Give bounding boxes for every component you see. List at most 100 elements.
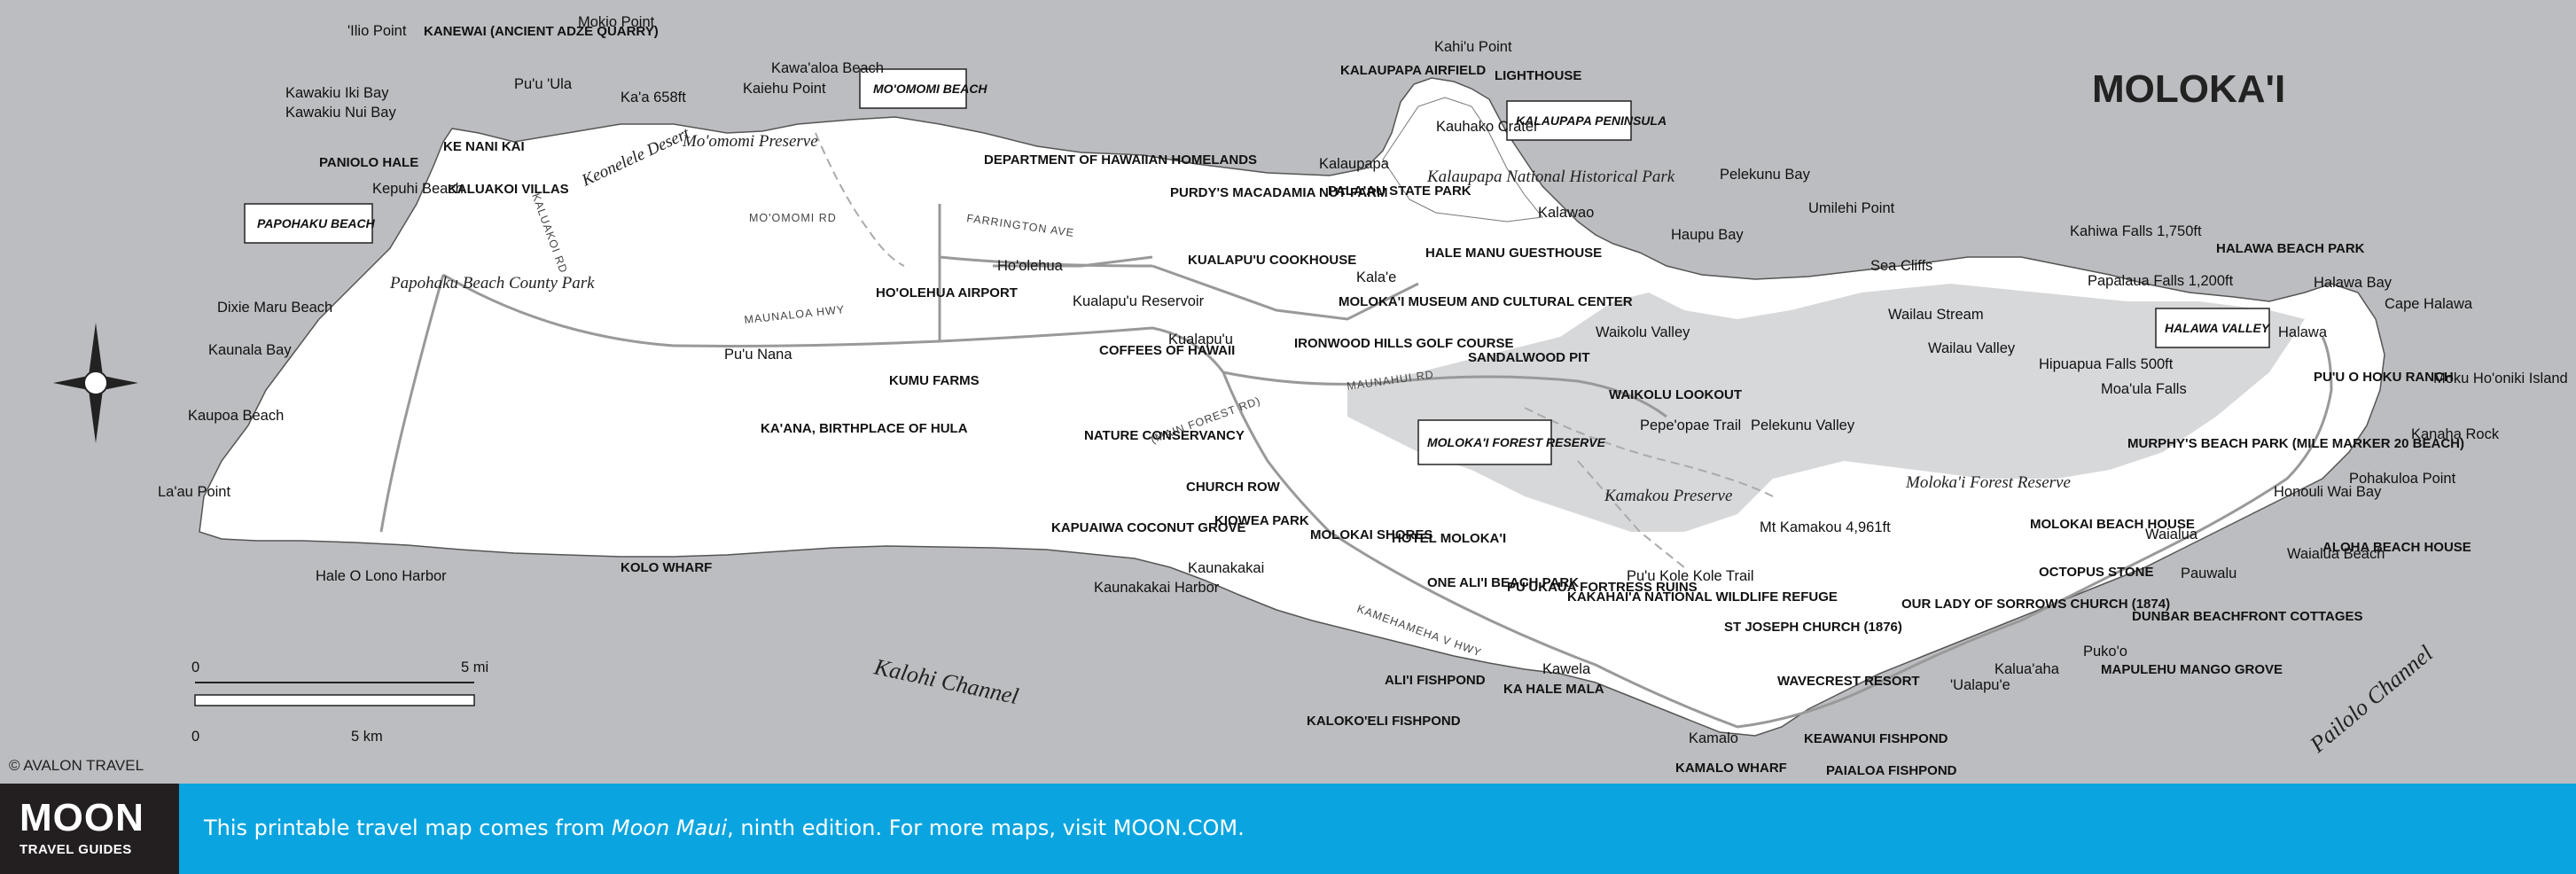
place-label: Pepe'opae Trail [1640,417,1741,433]
place-label: Kanaha Rock [2411,426,2500,442]
place-label: KA HALE MALA [1503,682,1604,697]
place-label: KIOWEA PARK [1214,513,1309,528]
place-label: Kepuhi Beach [372,181,464,197]
place-label: Haupu Bay [1671,227,1744,243]
place-label: Hale O Lono Harbor [316,568,447,584]
place-label: Kawakiu Iki Bay [285,85,389,101]
place-label: DUNBAR BEACHFRONT COTTAGES [2132,609,2363,624]
place-label: Moku Ho'oniki Island [2433,371,2568,386]
box-label: PAPOHAKU BEACH [257,216,376,230]
place-label: Wailau Stream [1888,307,1984,323]
box-label-frame [244,203,373,244]
place-label: KALOKO'ELI FISHPOND [1307,714,1461,729]
footer-book-title: Moon Maui [611,815,728,840]
place-label: KAPUAIWA COCONUT GROVE [1051,520,1245,535]
place-label: Halawa Bay [2314,275,2393,291]
region-label: Mo'omomi Preserve [682,132,818,151]
box-label: HALAWA VALLEY [2165,321,2271,335]
place-label: KE NANI KAI [443,139,525,154]
place-label: MOLOKAI SHORES [1310,527,1432,542]
compass-center [83,371,108,395]
place-label: KEAWANUI FISHPOND [1804,731,1948,746]
place-label: KUMU FARMS [889,373,980,388]
region-label: Papohaku Beach County Park [389,274,595,293]
place-label: Waikolu Valley [1596,324,1690,340]
footer-text-suffix: , ninth edition. For more maps, visit MO… [727,815,1245,840]
place-label: Moa'ula Falls [2101,381,2187,397]
place-label: Ho'olehua [997,258,1064,274]
place-label: Mt Kamakou 4,961ft [1760,519,1891,535]
place-label: Cape Halawa [2385,296,2473,312]
place-label: Sea Cliffs [1870,258,1932,274]
scale-bar: 0 5 mi 0 5 km [191,659,488,745]
place-label: ALI'I FISHPOND [1385,673,1486,688]
scale-frame [194,694,475,706]
place-label: KAKAHAI'A NATIONAL WILDLIFE REFUGE [1567,589,1838,605]
place-label: HALE MANU GUESTHOUSE [1425,246,1602,261]
place-label: Waialua [2145,527,2198,542]
road-network [379,204,2333,729]
place-label: Mokio Point [578,14,655,30]
place-label: Kaiehu Point [743,81,826,97]
scale-km-label: 5 km [351,729,383,745]
place-label: ALOHA BEACH HOUSE [2322,540,2471,555]
region-label: Moloka'i Forest Reserve [1905,473,2071,492]
place-label: CHURCH ROW [1186,480,1281,495]
scale-mile-zero: 0 [191,659,199,675]
place-label: Hipuapua Falls 500ft [2039,356,2174,372]
brand-subtitle: TRAVEL GUIDES [20,842,132,857]
place-label: PURDY'S MACADAMIA NUT FARM [1170,185,1388,200]
box-label: MOLOKA'I FOREST RESERVE [1427,435,1606,449]
place-label: Kala'e [1356,269,1396,285]
place-label: Kauhako Crater [1436,119,1539,135]
place-label: HO'OLEHUA AIRPORT [876,285,1018,300]
place-label: Pu'u Kole Kole Trail [1627,568,1753,584]
brand-logo: MOON TRAVEL GUIDES [0,784,179,874]
copyright: © AVALON TRAVEL [9,757,144,774]
compass-north-point [89,323,103,383]
place-label: PU'UKAUA FORTRESS RUINS [1507,580,1698,595]
place-label: PAIALOA FISHPOND [1826,763,1957,778]
place-label: Pelekunu Valley [1751,417,1855,433]
moloka-i-map: MOLOKA'I Kalohi Channel Pailolo Channel … [53,14,2568,778]
place-label: DEPARTMENT OF HAWAIIAN HOMELANDS [984,152,1257,168]
place-label: WAIKOLU LOOKOUT [1609,387,1742,402]
box-labels: MO'OMOMI BEACH PAPOHAKU BEACH KALAUPAPA … [244,68,2271,465]
place-label: IRONWOOD HILLS GOLF COURSE [1294,336,1514,351]
place-label: Pu'u Nana [724,347,792,363]
compass-rose [53,323,138,443]
footer-text: This printable travel map comes from Moo… [204,815,1245,840]
scale-mile-label: 5 mi [461,659,488,675]
place-label: Pu'u 'Ula [514,76,573,92]
place-label: MAPULEHU MANGO GROVE [2101,662,2283,677]
place-label: Kualapu'u Reservoir [1073,293,1205,309]
place-label: WAVECREST RESORT [1777,674,1920,689]
place-label: PALA'AU STATE PARK [1328,183,1471,199]
place-label: Pelekunu Bay [1720,167,1811,183]
place-label: MOLOKA'I MUSEUM AND CULTURAL CENTER [1339,294,1633,309]
place-label: 'Ilio Point [347,23,407,39]
place-label: Kahi'u Point [1434,39,1512,55]
place-label: Pohakuloa Point [2349,471,2456,487]
place-label: Dixie Maru Beach [217,300,332,316]
place-label: Puko'o [2083,644,2127,659]
place-label: Kawakiu Nui Bay [285,105,396,121]
place-label: Waialua Beach [2287,546,2385,562]
place-label: PANIOLO HALE [319,155,418,170]
box-label-frame [1506,100,1632,141]
place-label: KALAUPAPA AIRFIELD [1340,63,1486,78]
place-label: Kalua'aha [1994,661,2060,677]
place-label: KANEWAI (ANCIENT ADZE QUARRY) [424,24,659,39]
place-label: MOLOKAI BEACH HOUSE [2030,517,2195,532]
place-label: La'au Point [158,484,230,500]
place-label: HOTEL MOLOKA'I [1392,531,1506,546]
place-label: Wailau Valley [1928,340,2016,356]
place-label: Kahiwa Falls 1,750ft [2070,223,2202,239]
map-title: MOLOKA'I [2092,67,2285,111]
place-label: Kaunakakai Harbor [1094,580,1220,596]
place-label: HALAWA BEACH PARK [2216,241,2365,256]
footer-text-prefix: This printable travel map comes from [204,815,612,840]
place-label: Pauwalu [2181,566,2236,581]
box-label-frame [1417,419,1552,465]
